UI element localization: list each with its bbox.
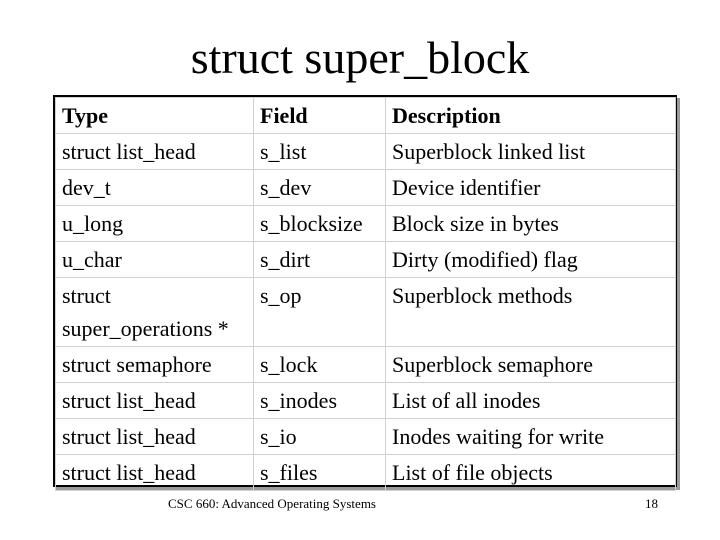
cell-description: List of all inodes — [385, 382, 676, 419]
cell-type: struct list_head — [55, 418, 254, 455]
cell-description: Inodes waiting for write — [385, 418, 676, 455]
cell-field: s_files — [253, 454, 386, 491]
cell-field: s_blocksize — [253, 205, 386, 242]
table-row: struct list_head s_list Superblock linke… — [55, 133, 676, 170]
page-number: 18 — [645, 496, 658, 511]
table-row: dev_t s_dev Device identifier — [55, 169, 676, 206]
table-row: u_char s_dirt Dirty (modified) flag — [55, 241, 676, 278]
column-header-field: Field — [253, 97, 386, 134]
cell-description: Dirty (modified) flag — [385, 241, 676, 278]
cell-description: Block size in bytes — [385, 205, 676, 242]
cell-field: s_lock — [253, 346, 386, 383]
table-row: struct super_operations * s_op Superbloc… — [55, 277, 676, 347]
table-row: struct list_head s_files List of file ob… — [55, 454, 676, 491]
cell-description: Superblock semaphore — [385, 346, 676, 383]
cell-field: s_list — [253, 133, 386, 170]
table-row: struct list_head s_io Inodes waiting for… — [55, 418, 676, 455]
slide-footer: CSC 660: Advanced Operating Systems — [168, 496, 376, 511]
super-block-table: Type Field Description struct list_head … — [55, 97, 676, 491]
cell-type: struct list_head — [55, 382, 254, 419]
table-header-row: Type Field Description — [55, 97, 676, 134]
cell-type: struct list_head — [55, 454, 254, 491]
cell-type: u_long — [55, 205, 254, 242]
slide-title: struct super_block — [190, 32, 530, 83]
cell-type: struct super_operations * — [55, 277, 254, 347]
table-row: struct semaphore s_lock Superblock semap… — [55, 346, 676, 383]
cell-field: s_dirt — [253, 241, 386, 278]
cell-type: u_char — [55, 241, 254, 278]
cell-description: Superblock methods — [385, 277, 676, 347]
cell-description: List of file objects — [385, 454, 676, 491]
cell-type: struct semaphore — [55, 346, 254, 383]
super-block-table-frame: Type Field Description struct list_head … — [53, 95, 677, 491]
cell-field: s_io — [253, 418, 386, 455]
column-header-description: Description — [385, 97, 676, 134]
cell-field: s_op — [253, 277, 386, 347]
cell-field: s_inodes — [253, 382, 386, 419]
table-row: struct list_head s_inodes List of all in… — [55, 382, 676, 419]
cell-type: struct list_head — [55, 133, 254, 170]
cell-type: dev_t — [55, 169, 254, 206]
cell-description: Superblock linked list — [385, 133, 676, 170]
cell-description: Device identifier — [385, 169, 676, 206]
column-header-type: Type — [55, 97, 254, 134]
cell-field: s_dev — [253, 169, 386, 206]
table-row: u_long s_blocksize Block size in bytes — [55, 205, 676, 242]
